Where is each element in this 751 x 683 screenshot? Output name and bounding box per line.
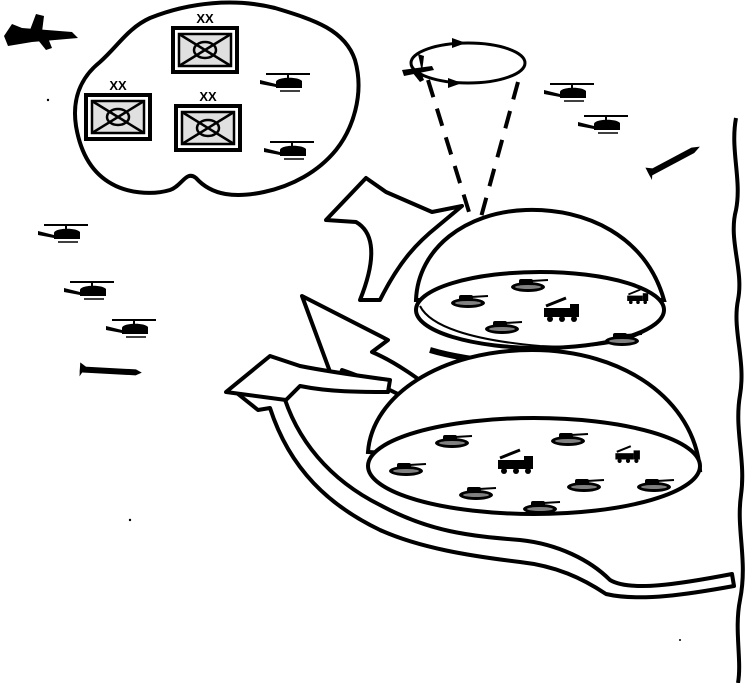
speck bbox=[679, 639, 681, 641]
helicopter-icon bbox=[543, 83, 595, 102]
division-unit-icon: XX bbox=[174, 89, 242, 152]
speck bbox=[128, 518, 132, 522]
radar-beam-left bbox=[426, 79, 476, 229]
helicopter-icon bbox=[577, 115, 629, 134]
fighter-jet-icon bbox=[4, 14, 78, 50]
division-unit-icon: XX bbox=[171, 11, 239, 74]
orbit-arrow-icon bbox=[409, 38, 527, 88]
helicopter-icon bbox=[37, 224, 89, 243]
radar-beam-right bbox=[476, 81, 520, 229]
awacs-aircraft-icon bbox=[402, 54, 434, 82]
cruise-missile-icon bbox=[79, 362, 142, 377]
helicopter-icon bbox=[105, 319, 157, 338]
coastline bbox=[731, 117, 745, 683]
division-label: XX bbox=[196, 11, 214, 26]
division-label: XX bbox=[199, 89, 217, 104]
territory-outline bbox=[73, 0, 361, 198]
maneuver-arrow-icon bbox=[224, 354, 392, 402]
helicopter-icon bbox=[63, 281, 115, 300]
air-defense-dome-icon bbox=[413, 207, 667, 368]
division-unit-icon: XX bbox=[84, 78, 152, 141]
division-label: XX bbox=[109, 78, 127, 93]
speck bbox=[46, 98, 50, 102]
maneuver-arrow-icon bbox=[236, 388, 736, 600]
cruise-missile-icon bbox=[645, 146, 700, 180]
maneuver-arrow-icon bbox=[324, 176, 464, 302]
